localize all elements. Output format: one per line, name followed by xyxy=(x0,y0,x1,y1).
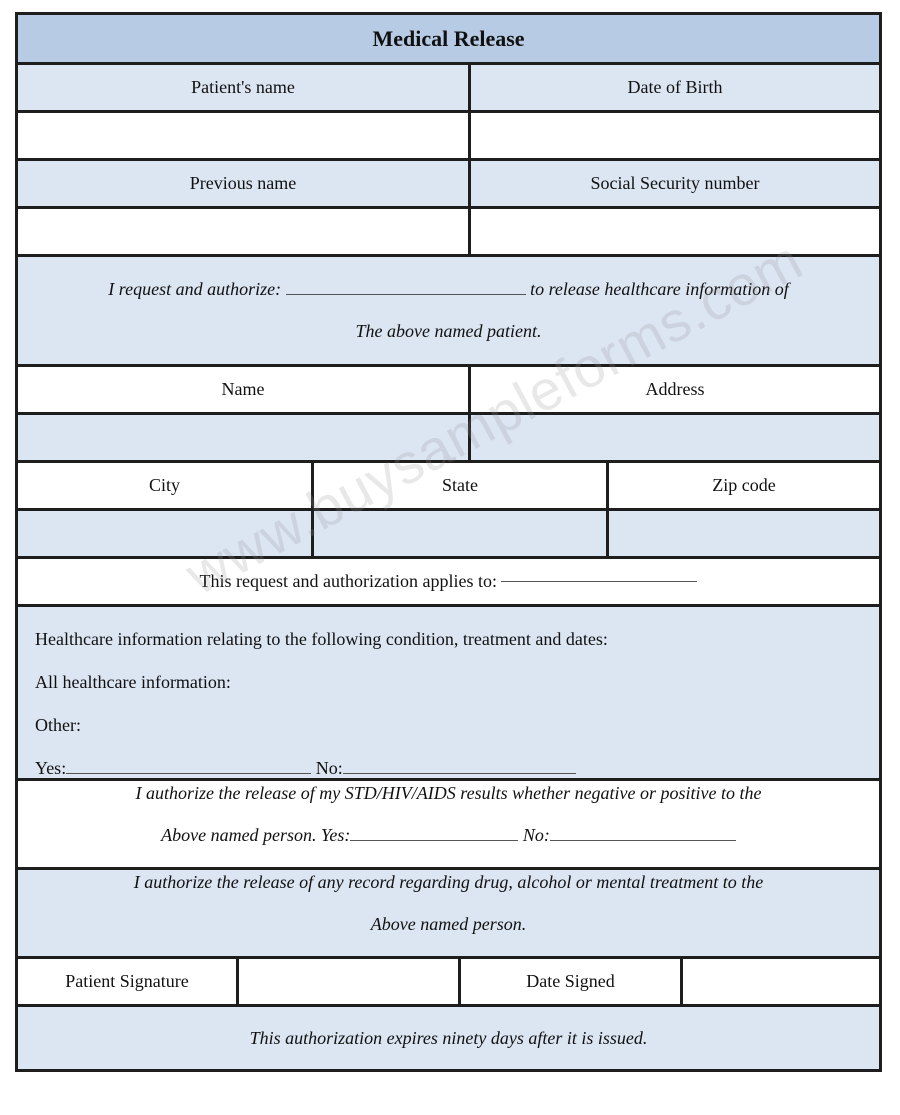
drug-line-1: I authorize the release of any record re… xyxy=(133,872,764,892)
location-input-row xyxy=(18,511,879,559)
date-signed-label: Date Signed xyxy=(461,959,683,1004)
zip-field[interactable] xyxy=(609,511,879,556)
std-no-label: No: xyxy=(522,825,550,845)
footer-row: This authorization expires ninety days a… xyxy=(18,1007,879,1069)
patients-name-field[interactable] xyxy=(18,113,471,158)
date-signed-field[interactable] xyxy=(683,959,879,1004)
std-yes-blank[interactable] xyxy=(350,840,519,841)
drug-row: I authorize the release of any record re… xyxy=(18,870,879,959)
signature-row: Patient Signature Date Signed xyxy=(18,959,879,1007)
healthcare-yes-no-line: Yes: No: xyxy=(35,758,576,779)
std-no-blank[interactable] xyxy=(549,840,736,841)
healthcare-line-1: Healthcare information relating to the f… xyxy=(35,629,608,649)
patient-input-row xyxy=(18,113,879,161)
city-field[interactable] xyxy=(18,511,314,556)
applies-to-row: This request and authorization applies t… xyxy=(18,559,879,607)
expiration-note: This authorization expires ninety days a… xyxy=(249,1027,648,1048)
recipient-label-row: Name Address xyxy=(18,367,879,415)
std-line-1: I authorize the release of my STD/HIV/AI… xyxy=(135,783,762,803)
previous-name-label: Previous name xyxy=(18,161,471,206)
authorize-row: I request and authorize: to release heal… xyxy=(18,257,879,367)
recipient-address-field[interactable] xyxy=(471,415,879,460)
recipient-name-label: Name xyxy=(18,367,471,412)
form-title: Medical Release xyxy=(18,15,879,62)
recipient-input-row xyxy=(18,415,879,463)
applies-to-text: This request and authorization applies t… xyxy=(199,571,497,591)
std-row: I authorize the release of my STD/HIV/AI… xyxy=(18,781,879,870)
std-line-2: Above named person. Yes: No: xyxy=(18,825,879,846)
date-of-birth-label: Date of Birth xyxy=(627,77,723,97)
recipient-name-field[interactable] xyxy=(18,415,471,460)
title-row: Medical Release xyxy=(18,15,879,65)
previous-input-row xyxy=(18,209,879,257)
state-label: State xyxy=(314,463,609,508)
patient-label-row: Patient's name Date of Birth xyxy=(18,65,879,113)
ssn-label: Social Security number xyxy=(590,173,760,193)
authorize-line-2: The above named patient. xyxy=(355,321,542,341)
city-label: City xyxy=(18,463,314,508)
date-of-birth-field[interactable] xyxy=(471,113,879,158)
applies-to-line: This request and authorization applies t… xyxy=(18,559,879,604)
patients-name-label: Patient's name xyxy=(18,65,471,110)
state-field[interactable] xyxy=(314,511,609,556)
previous-label-row: Previous name Social Security number xyxy=(18,161,879,209)
healthcare-line-2: All healthcare information: xyxy=(35,672,231,692)
zip-label: Zip code xyxy=(609,463,879,508)
drug-line-2: Above named person. xyxy=(370,914,527,934)
authorized-party-blank[interactable] xyxy=(285,294,526,295)
healthcare-no-label: No: xyxy=(315,758,343,778)
medical-release-form: Medical Release Patient's name Date of B… xyxy=(15,12,882,1072)
std-yes-label: Above named person. Yes: xyxy=(161,825,351,845)
healthcare-yes-label: Yes: xyxy=(35,758,67,778)
location-label-row: City State Zip code xyxy=(18,463,879,511)
healthcare-no-blank[interactable] xyxy=(342,773,576,774)
healthcare-row: Healthcare information relating to the f… xyxy=(18,607,879,781)
authorize-after-text: to release healthcare information of xyxy=(530,279,789,299)
patient-signature-field[interactable] xyxy=(239,959,461,1004)
patient-signature-label: Patient Signature xyxy=(18,959,239,1004)
previous-name-field[interactable] xyxy=(18,209,471,254)
authorize-line-1: I request and authorize: to release heal… xyxy=(18,279,879,300)
recipient-address-label: Address xyxy=(471,367,879,412)
applies-to-blank[interactable] xyxy=(501,581,698,582)
ssn-field[interactable] xyxy=(471,209,879,254)
healthcare-line-3: Other: xyxy=(35,715,81,735)
authorize-before-text: I request and authorize: xyxy=(108,279,282,299)
healthcare-yes-blank[interactable] xyxy=(66,773,312,774)
